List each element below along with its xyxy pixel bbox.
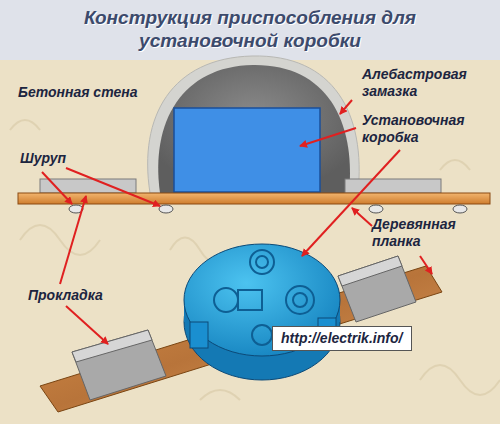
callout-label: Бетонная стена [18, 84, 137, 101]
callout-label: Алебастровая замазка [362, 66, 487, 100]
callout-label: Шуруп [20, 150, 66, 167]
callout-label: Установочная коробка [362, 112, 487, 146]
url-box: http://electrik.info/ [272, 326, 412, 351]
callout-label: Прокладка [28, 287, 103, 304]
url-text: http://electrik.info/ [281, 330, 403, 347]
title: Конструкция приспособления для установоч… [40, 6, 460, 52]
callout-label: Деревянная планка [372, 216, 487, 250]
